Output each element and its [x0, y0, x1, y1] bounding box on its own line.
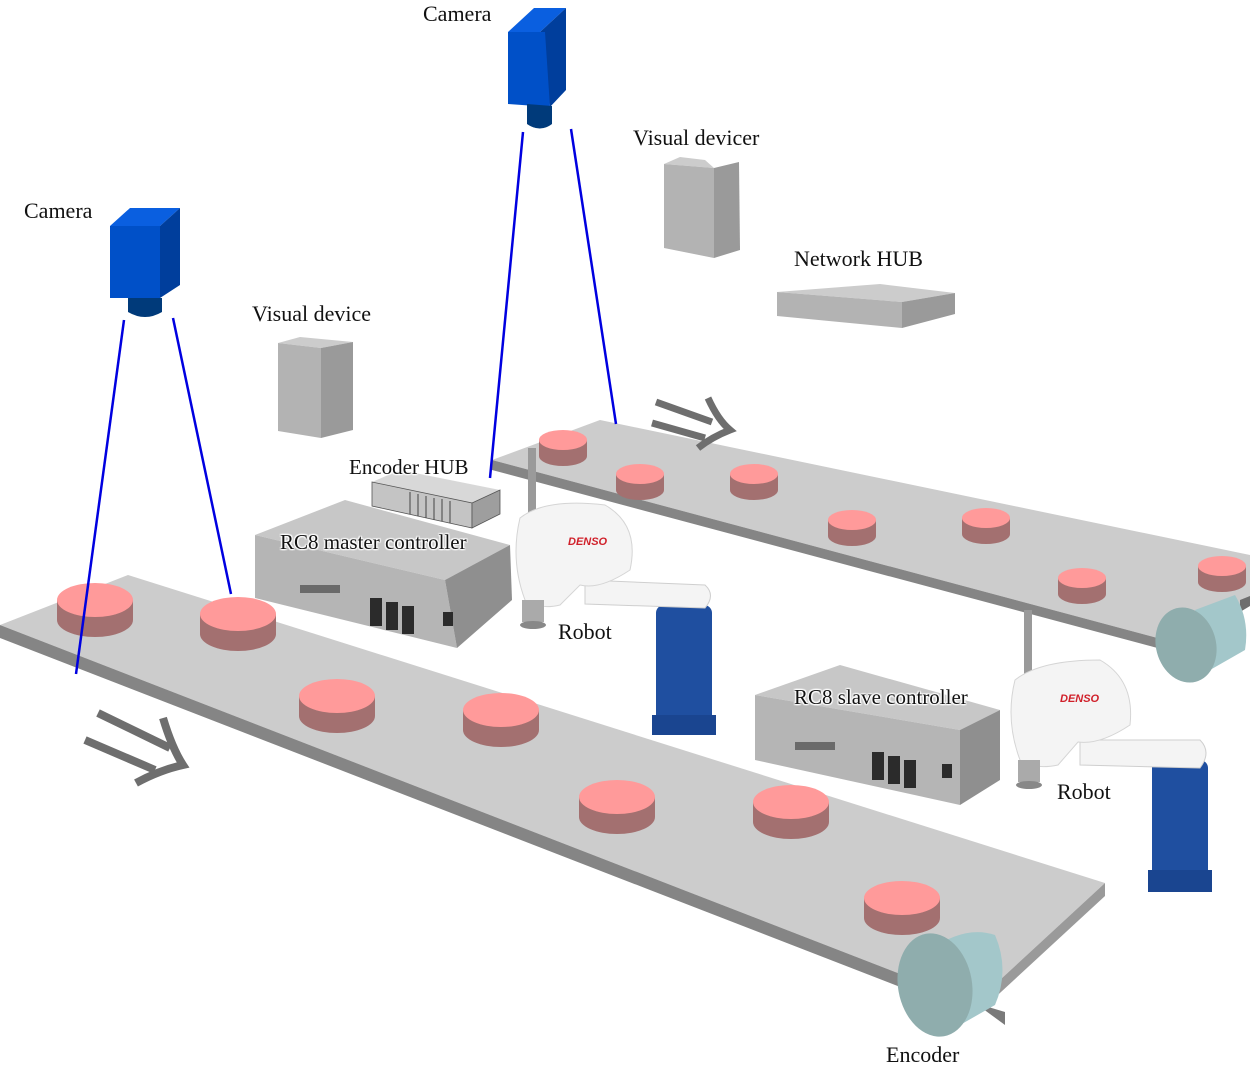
workpiece [962, 508, 1010, 544]
rc8-slave-controller [755, 665, 1000, 805]
visual-device-right [664, 157, 740, 258]
camera-left [110, 208, 180, 317]
encoder-back [1155, 595, 1247, 683]
front-conveyor-workpieces [57, 583, 940, 935]
label-master-controller: RC8 master controller [280, 530, 467, 554]
workpiece [616, 464, 664, 500]
label-encoder-hub: Encoder HUB [349, 455, 469, 479]
visual-device-left [278, 337, 353, 438]
label-camera-top: Camera [423, 1, 492, 26]
robot-base [1152, 760, 1208, 890]
label-robot-master: Robot [558, 619, 612, 644]
label-encoder: Encoder [886, 1042, 960, 1067]
label-robot-slave: Robot [1057, 779, 1111, 804]
workpiece [828, 510, 876, 546]
camera-top [508, 8, 566, 129]
rc8-master-controller [255, 500, 512, 648]
front-conveyor-side [0, 625, 975, 1016]
front-conveyor [0, 575, 1105, 1025]
workpiece [730, 464, 778, 500]
label-visual-device-left: Visual device [252, 301, 372, 326]
controller-ports [795, 742, 952, 788]
workpiece [1058, 568, 1106, 604]
network-hub [777, 284, 955, 328]
workpiece [1198, 556, 1246, 592]
workpiece [299, 679, 375, 733]
workpiece [539, 430, 587, 466]
workpiece [579, 780, 655, 834]
label-network-hub: Network HUB [794, 246, 923, 271]
robot-master: DENSO [515, 448, 716, 735]
label-slave-controller: RC8 slave controller [794, 685, 968, 709]
label-camera-left: Camera [24, 198, 93, 223]
flow-arrow-back [651, 396, 737, 451]
camera-view-lines [74, 128, 618, 675]
workpiece [753, 785, 829, 839]
robot-brand-logo: DENSO [1060, 693, 1100, 705]
back-conveyor-end [1240, 596, 1250, 612]
workpiece [57, 583, 133, 637]
workpiece [864, 881, 940, 935]
robot-brand-logo: DENSO [568, 536, 608, 548]
front-conveyor-end [975, 883, 1105, 1016]
flow-arrow-front [83, 709, 190, 787]
front-conveyor-top [0, 575, 1105, 1003]
label-visual-device-right: Visual devicer [633, 125, 760, 150]
encoder-hub [371, 470, 501, 529]
workpiece [463, 693, 539, 747]
robot-slave: DENSO [1010, 610, 1212, 892]
controller-ports [300, 585, 453, 634]
back-conveyor-workpieces [539, 430, 1246, 604]
robot-base [656, 605, 712, 735]
workpiece [200, 597, 276, 651]
encoder-front [897, 932, 1003, 1037]
